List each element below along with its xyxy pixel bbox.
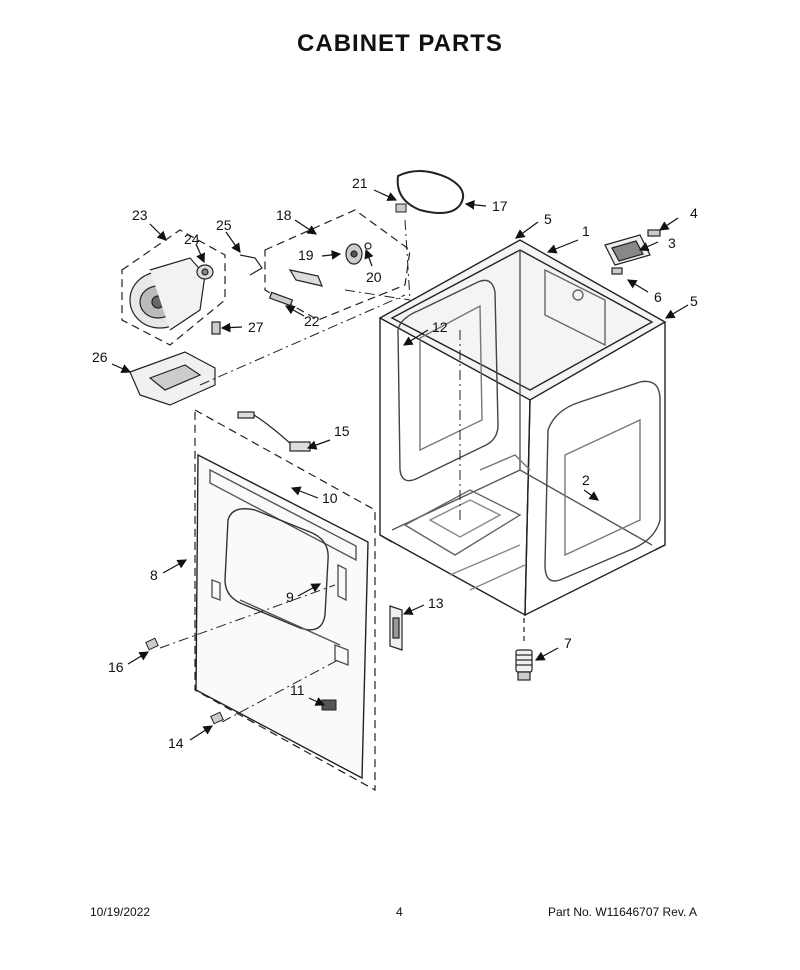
callout-labels: 1 2 3 4 5 5 6 7 8 9 10 11 12 13 14 15 16… bbox=[92, 175, 698, 751]
cabinet-assembly bbox=[378, 239, 667, 617]
drive-belt-part bbox=[395, 170, 464, 215]
callout-23: 23 bbox=[132, 207, 148, 223]
callout-6: 6 bbox=[654, 289, 662, 305]
exploded-parts-diagram: 1 2 3 4 5 5 6 7 8 9 10 11 12 13 14 15 16… bbox=[92, 170, 698, 792]
screw-14-part bbox=[210, 711, 224, 725]
label-11-part bbox=[321, 699, 337, 711]
footer-page-number: 4 bbox=[396, 905, 403, 919]
idler-assembly-part bbox=[264, 209, 411, 321]
callout-5b: 5 bbox=[690, 293, 698, 309]
wire-harness-part bbox=[237, 411, 311, 452]
callout-10: 10 bbox=[322, 490, 338, 506]
callout-26: 26 bbox=[92, 349, 108, 365]
callout-25: 25 bbox=[216, 217, 232, 233]
callout-9: 9 bbox=[286, 589, 294, 605]
callout-19: 19 bbox=[298, 247, 314, 263]
footer-date: 10/19/2022 bbox=[90, 905, 151, 919]
callout-1: 1 bbox=[582, 223, 590, 239]
callout-27: 27 bbox=[248, 319, 264, 335]
callout-21: 21 bbox=[352, 175, 368, 191]
callout-13: 13 bbox=[428, 595, 444, 611]
screw-16-part bbox=[145, 637, 159, 651]
callout-12: 12 bbox=[432, 319, 448, 335]
callout-8: 8 bbox=[150, 567, 158, 583]
assembly-leader-lines bbox=[159, 219, 461, 723]
callout-15: 15 bbox=[334, 423, 350, 439]
footer-part-number: Part No. W11646707 Rev. A bbox=[548, 905, 697, 919]
door-switch-part bbox=[389, 605, 403, 651]
leveling-leg-part bbox=[515, 618, 533, 681]
callout-arrows bbox=[111, 189, 689, 741]
callout-7: 7 bbox=[564, 635, 572, 651]
callout-14: 14 bbox=[168, 735, 184, 751]
callout-17: 17 bbox=[492, 198, 508, 214]
callout-24: 24 bbox=[184, 231, 200, 247]
callout-18: 18 bbox=[276, 207, 292, 223]
front-panel-part bbox=[194, 408, 376, 792]
page-title: CABINET PARTS bbox=[297, 30, 503, 57]
callout-5a: 5 bbox=[544, 211, 552, 227]
callout-4: 4 bbox=[690, 205, 698, 221]
callout-11: 11 bbox=[290, 682, 305, 698]
callout-2: 2 bbox=[582, 472, 590, 488]
callout-22: 22 bbox=[304, 313, 320, 329]
motor-assembly-part bbox=[121, 229, 263, 406]
callout-16: 16 bbox=[108, 659, 124, 675]
callout-3: 3 bbox=[668, 235, 676, 251]
rear-bracket-part bbox=[604, 229, 661, 275]
callout-20: 20 bbox=[366, 269, 382, 285]
